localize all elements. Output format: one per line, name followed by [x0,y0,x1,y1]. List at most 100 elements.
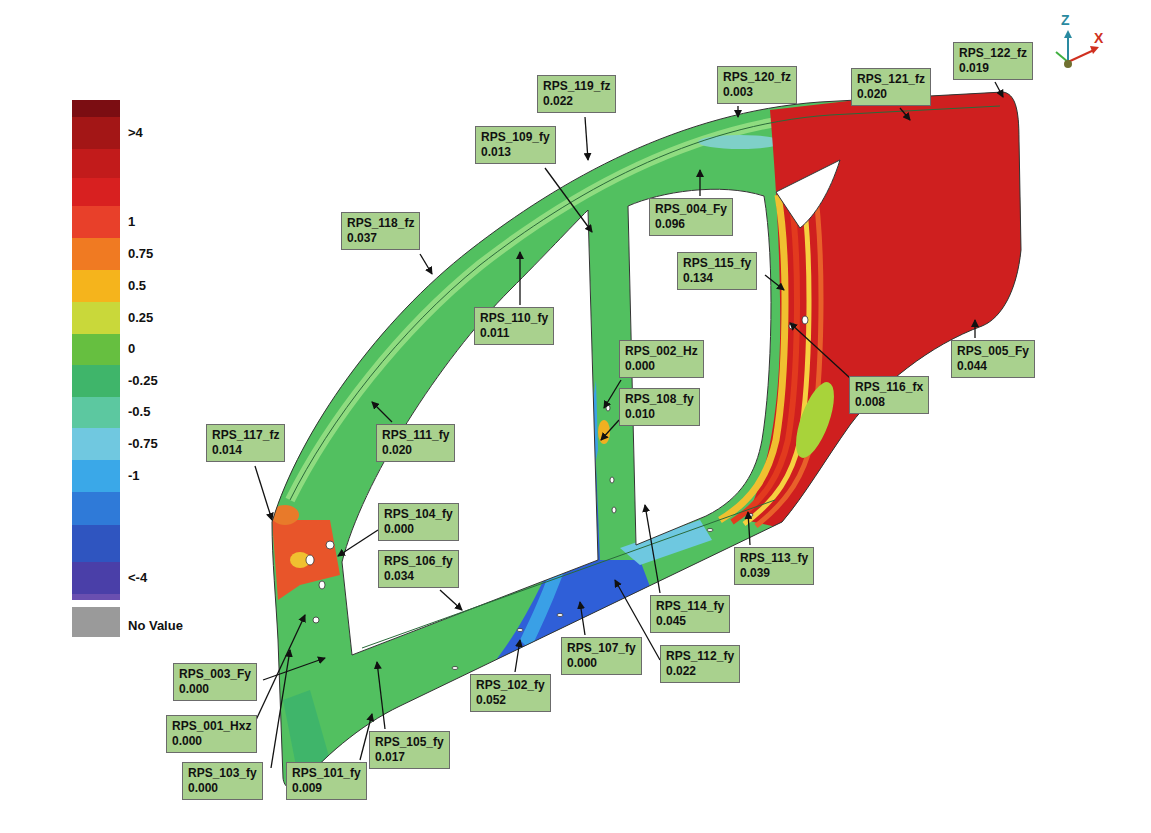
rps-name: RPS_121_fz [857,72,925,87]
rps-value: 0.009 [292,781,361,796]
callout-box: RPS_103_fy0.000 [182,762,263,800]
axis-label: X [1094,30,1103,46]
callout-box: RPS_121_fz0.020 [851,68,931,106]
rps-value: 0.034 [384,569,453,584]
rps-value: 0.039 [740,566,808,581]
legend-swatch [72,365,120,397]
rps-value: 0.045 [656,614,724,629]
callout-box: RPS_001_Hxz0.000 [166,715,257,753]
rps-name: RPS_111_fy [382,428,449,443]
rps-value: 0.020 [857,87,925,102]
legend-swatch [72,334,120,365]
callout-box: RPS_107_fy0.000 [561,637,642,675]
front-door-opening [342,210,598,655]
leader-lines [255,82,1003,768]
callout-box: RPS_105_fy0.017 [369,731,450,769]
rps-value: 0.017 [375,750,444,765]
rps-value: 0.000 [625,359,698,374]
legend-label: 1 [128,214,135,230]
rps-name: RPS_105_fy [375,735,444,750]
callout-box: RPS_117_fz0.014 [206,424,285,462]
callout-box: RPS_118_fz0.037 [341,212,420,250]
rps-value: 0.003 [723,85,791,100]
rps-name: RPS_004_Fy [655,202,727,217]
body-outline [272,92,1021,789]
seam-line [290,106,1000,500]
legend-swatch [72,397,120,428]
legend-swatch [72,428,120,460]
rps-name: RPS_113_fy [740,551,808,566]
rps-name: RPS_001_Hxz [172,719,251,734]
rps-name: RPS_108_fy [625,392,694,407]
legend-swatch [72,460,120,492]
rps-name: RPS_106_fy [384,554,453,569]
holes [306,316,808,670]
callout-box: RPS_119_fz0.022 [537,75,616,113]
callout-box: RPS_120_fz0.003 [717,66,797,104]
rps-value: 0.022 [666,664,734,679]
rps-value: 0.000 [188,781,257,796]
callout-box: RPS_110_fy0.011 [474,307,554,345]
rps-name: RPS_117_fz [212,428,279,443]
legend-swatch [72,117,120,149]
callout-box: RPS_102_fy0.052 [470,674,551,712]
callout-box: RPS_002_Hz0.000 [619,340,704,378]
callout-box: RPS_113_fy0.039 [734,547,814,585]
rps-name: RPS_120_fz [723,70,791,85]
rps-value: 0.010 [625,407,694,422]
rps-name: RPS_103_fy [188,766,257,781]
rps-value: 0.037 [347,231,414,246]
callout-box: RPS_106_fy0.034 [378,550,459,588]
legend-label: <-4 [128,570,147,586]
legend-label: -0.5 [128,404,150,420]
legend-label: 0.5 [128,278,146,294]
rps-value: 0.000 [172,734,251,749]
legend-label: -0.75 [128,436,158,452]
callout-box: RPS_116_fx0.008 [849,376,929,414]
legend-swatch [72,562,120,594]
legend-swatch [72,270,120,302]
callout-box: RPS_101_fy0.009 [286,762,367,800]
rps-value: 0.013 [481,145,550,160]
callout-box: RPS_122_fz0.019 [953,42,1033,80]
body-side [250,80,1050,800]
rps-value: 0.020 [382,443,449,458]
legend-swatch [72,607,120,637]
rps-name: RPS_107_fy [567,641,636,656]
legend-label: No Value [128,618,183,634]
callout-box: RPS_115_fy0.134 [677,252,757,290]
axis-label: Z [1061,12,1070,28]
rps-value: 0.000 [384,522,453,537]
callout-box: RPS_114_fy0.045 [650,595,730,633]
color-scale [72,100,120,600]
rps-value: 0.052 [476,693,545,708]
rps-name: RPS_122_fz [959,46,1027,61]
rps-value: 0.019 [959,61,1027,76]
callout-box: RPS_111_fy0.020 [376,424,455,462]
callout-box: RPS_108_fy0.010 [619,388,700,426]
legend-label: 0 [128,341,135,357]
rps-name: RPS_118_fz [347,216,414,231]
legend-label: -1 [128,468,140,484]
legend-label: 0.25 [128,310,153,326]
legend-label: 0.75 [128,246,153,262]
rps-value: 0.000 [179,682,251,697]
rps-name: RPS_119_fz [543,79,610,94]
rps-value: 0.022 [543,94,610,109]
legend-swatch [72,238,120,270]
rps-name: RPS_110_fy [480,311,548,326]
legend-label: -0.25 [128,373,158,389]
callout-box: RPS_005_Fy0.044 [951,340,1035,378]
rps-value: 0.014 [212,443,279,458]
callout-box: RPS_104_fy0.000 [378,503,459,541]
rps-value: 0.134 [683,271,751,286]
axis-triad [1056,30,1099,68]
rps-name: RPS_102_fy [476,678,545,693]
rps-name: RPS_101_fy [292,766,361,781]
rps-name: RPS_112_fy [666,649,734,664]
rps-name: RPS_002_Hz [625,344,698,359]
seam-line [362,500,775,648]
rps-name: RPS_104_fy [384,507,453,522]
callout-box: RPS_003_Fy0.000 [173,663,257,701]
